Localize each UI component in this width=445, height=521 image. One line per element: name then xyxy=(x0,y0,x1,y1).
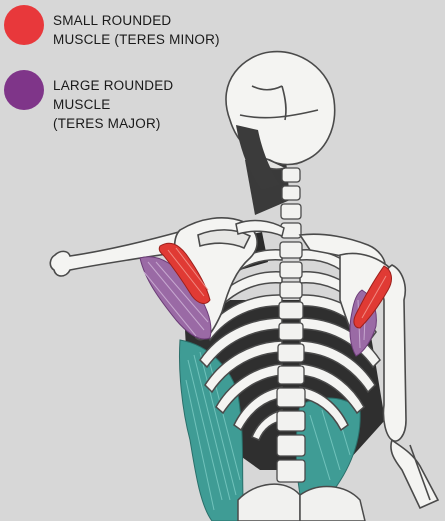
purple-circle-icon xyxy=(4,70,44,110)
legend-item-teres-minor: SMALL ROUNDED MUSCLE (TERES MINOR) xyxy=(4,5,220,49)
teres-minor-muscles xyxy=(158,242,392,329)
red-circle-icon xyxy=(4,5,44,45)
jaw-shadow xyxy=(236,125,280,190)
muscle-fiber-lines xyxy=(185,351,351,511)
legend-item-teres-major: LARGE ROUNDED MUSCLE (TERES MAJOR) xyxy=(4,70,173,133)
teres-minor-fibers xyxy=(167,247,387,319)
ribs-right xyxy=(299,249,381,432)
ribs-left xyxy=(199,249,283,441)
left-clavicle xyxy=(235,219,285,238)
legend-label-teres-minor: SMALL ROUNDED MUSCLE (TERES MINOR) xyxy=(53,13,220,47)
legend-label-teres-major: LARGE ROUNDED MUSCLE (TERES MAJOR) xyxy=(53,78,174,131)
legend: SMALL ROUNDED MUSCLE (TERES MINOR) LARGE… xyxy=(0,0,260,150)
pelvis xyxy=(237,483,366,521)
right-humerus xyxy=(381,264,440,510)
